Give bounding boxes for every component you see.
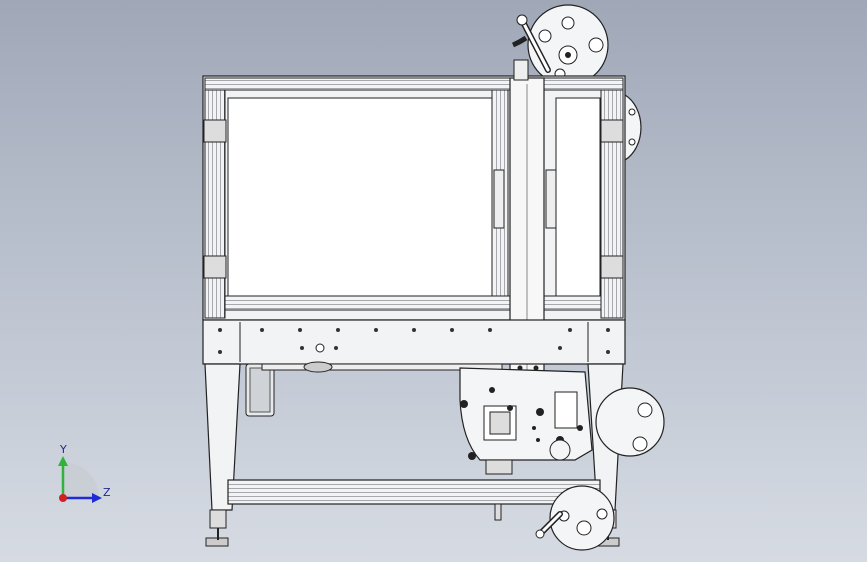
right-lower-spool (595, 387, 665, 457)
base-plate (202, 319, 626, 365)
motor (245, 361, 503, 417)
drive-assembly (459, 367, 593, 475)
bottom-spool (535, 485, 615, 551)
z-axis-label: Z (103, 486, 111, 499)
right-upper-spool (624, 94, 642, 161)
x-axis-icon (59, 494, 67, 502)
main-frame (202, 75, 626, 321)
y-axis-label: Y (60, 443, 67, 456)
top-spool (512, 4, 609, 86)
